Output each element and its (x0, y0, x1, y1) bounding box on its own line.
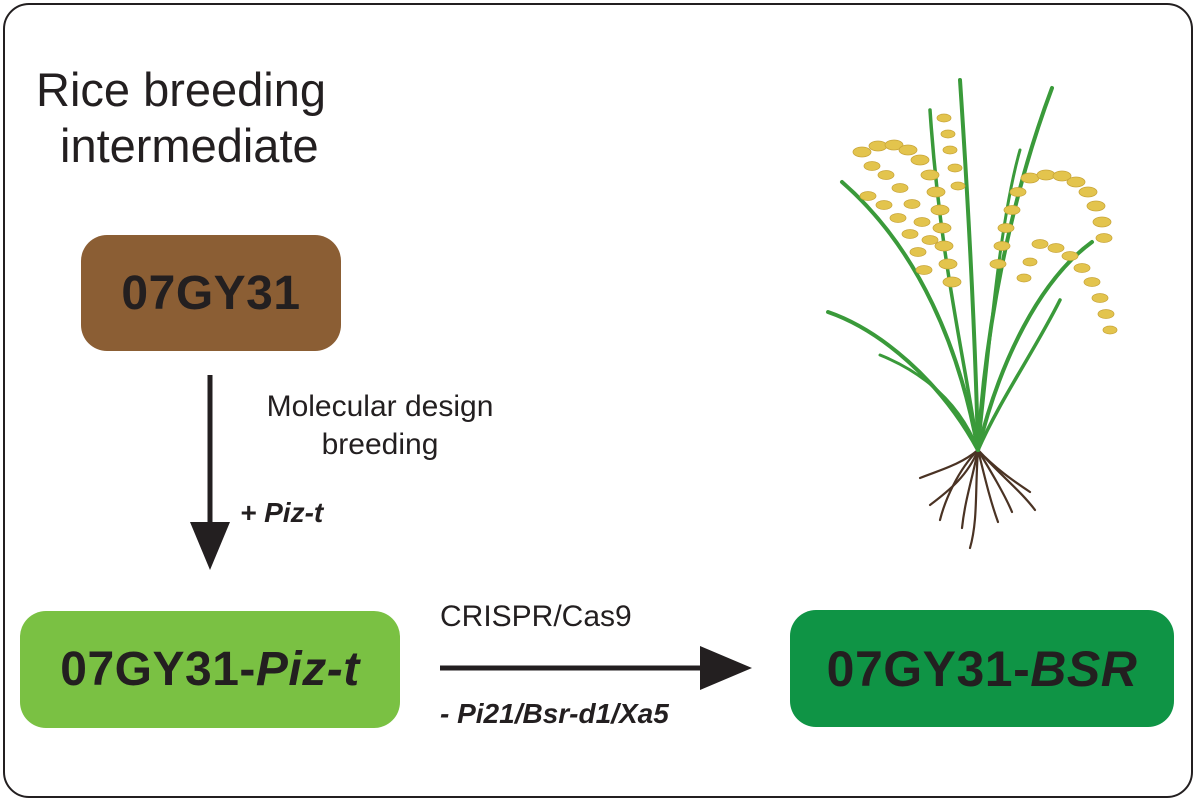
bsr-line-box: 07GY31-BSR (790, 610, 1174, 727)
grain-cluster-right (989, 169, 1118, 335)
bsr-line-prefix: 07GY31- (826, 640, 1031, 697)
diagram-frame (3, 3, 1193, 798)
parent-line-box: 07GY31 (81, 235, 341, 351)
piz-t-line-box: 07GY31-Piz-t (20, 611, 400, 728)
bsr-line-gene: BSR (1030, 640, 1138, 697)
piz-t-line-prefix: 07GY31- (60, 643, 256, 696)
deleted-genes-label: - Pi21/Bsr-d1/Xa5 (440, 698, 669, 729)
grain-cluster-left (852, 139, 962, 288)
title-line-1: Rice breeding (36, 63, 327, 116)
parent-line-label: 07GY31 (121, 266, 301, 320)
molecular-design-line-2: breeding (321, 427, 439, 461)
piz-t-line-gene: Piz-t (255, 643, 360, 696)
added-gene-label: + Piz-t (240, 497, 324, 528)
crispr-label: CRISPR/Cas9 (440, 600, 632, 633)
molecular-design-label: Molecular design breeding (230, 388, 530, 463)
title-line-2: intermediate (60, 119, 319, 173)
grain-cluster-mid (859, 113, 966, 275)
horizontal-arrow (440, 646, 752, 690)
diagram-title: Rice breeding intermediate (36, 62, 416, 175)
rice-plant-icon (826, 78, 1118, 550)
vertical-arrow (190, 375, 230, 570)
molecular-design-line-1: Molecular design (266, 390, 494, 423)
